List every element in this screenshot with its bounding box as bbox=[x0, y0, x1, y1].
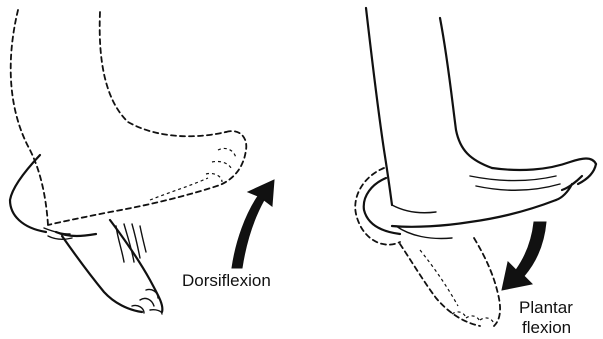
plantar-flexion-label-line2: flexion bbox=[522, 318, 571, 337]
right-foot-solid-top bbox=[492, 159, 596, 171]
right-foot-solid-sole bbox=[392, 200, 556, 227]
right-foot-tendons bbox=[470, 176, 560, 190]
left-foot-tendons bbox=[116, 224, 146, 262]
right-leg-solid-front bbox=[440, 18, 492, 168]
plantar-flexion-arrow bbox=[502, 222, 546, 290]
dorsiflexion-label: Dorsiflexion bbox=[182, 271, 271, 290]
right-leg-solid-back bbox=[366, 8, 392, 205]
dorsiflexion-arrow bbox=[232, 180, 274, 268]
right-ankle-lines bbox=[392, 205, 452, 239]
right-foot-toes bbox=[556, 164, 596, 200]
right-foot-dashed-inner bbox=[420, 250, 458, 306]
right-foot-dashed-back bbox=[400, 244, 480, 326]
plantar-flexion-illustration bbox=[355, 8, 596, 326]
left-leg-dashed-back bbox=[11, 10, 48, 225]
left-foot-dashed bbox=[48, 131, 246, 225]
left-heel-solid bbox=[10, 155, 46, 232]
left-leg-dashed-front bbox=[100, 12, 226, 136]
plantar-flexion-label-line1: Plantar bbox=[519, 298, 573, 317]
right-foot-dashed-front bbox=[474, 238, 500, 326]
dorsiflexion-illustration bbox=[10, 10, 274, 314]
